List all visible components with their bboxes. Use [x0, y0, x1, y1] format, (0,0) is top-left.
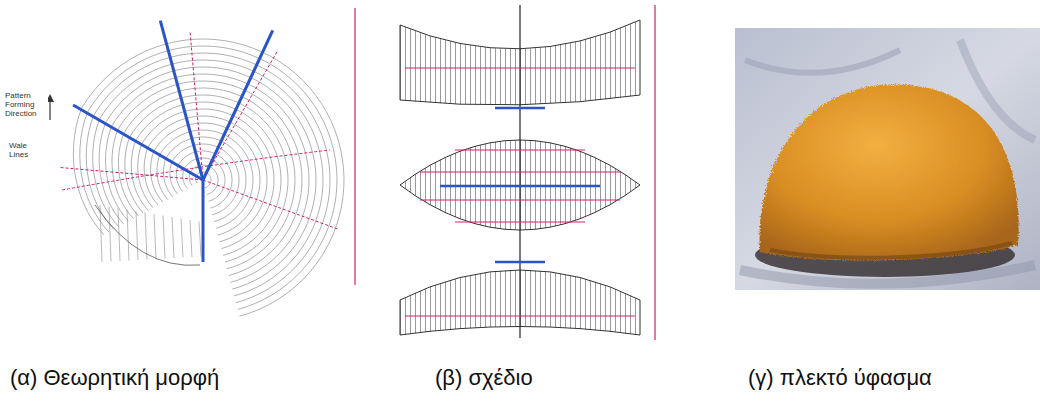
panel-caption: (α) Θεωρητική μορφή [10, 365, 219, 391]
divider-line [354, 8, 355, 285]
axis-label: Pattern Forming Direction [4, 90, 48, 119]
panel-caption: (β) σχέδιο [435, 365, 533, 391]
panel-caption: (γ) πλεκτό ύφασμα [748, 365, 932, 391]
axis-label: Wale Lines [8, 140, 40, 160]
theoretical-form [46, 21, 344, 317]
divider-line [654, 5, 655, 340]
knitted-hat-photo [735, 28, 1040, 290]
knit-pattern [400, 5, 640, 338]
